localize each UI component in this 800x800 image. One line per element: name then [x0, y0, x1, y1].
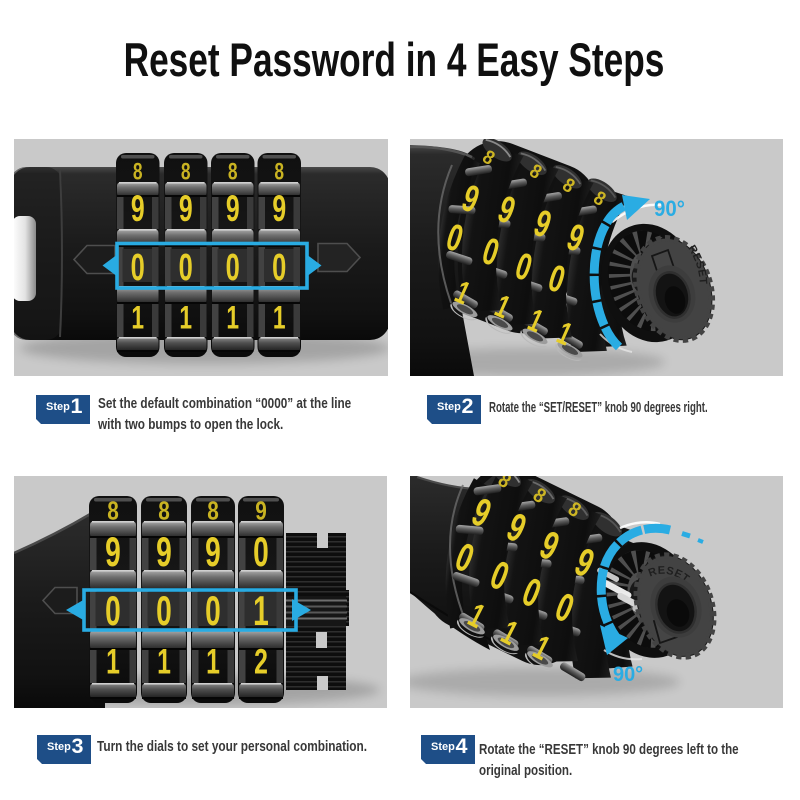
svg-text:1: 1 — [273, 300, 286, 336]
svg-text:9: 9 — [156, 528, 172, 575]
svg-text:2: 2 — [254, 642, 268, 681]
svg-text:8: 8 — [158, 497, 170, 526]
svg-text:90°: 90° — [613, 663, 643, 687]
svg-text:1: 1 — [179, 300, 192, 336]
svg-text:8: 8 — [107, 497, 119, 526]
svg-text:0: 0 — [205, 587, 221, 634]
svg-text:8: 8 — [274, 159, 284, 185]
svg-text:9: 9 — [272, 187, 286, 229]
svg-text:0: 0 — [253, 528, 269, 575]
svg-text:9: 9 — [205, 528, 221, 575]
svg-text:8: 8 — [181, 159, 191, 185]
svg-text:1: 1 — [157, 642, 171, 681]
svg-text:0: 0 — [226, 246, 240, 288]
svg-text:9: 9 — [255, 497, 267, 526]
svg-text:8: 8 — [133, 159, 143, 185]
svg-text:0: 0 — [105, 587, 121, 634]
svg-text:1: 1 — [131, 300, 144, 336]
svg-text:0: 0 — [179, 246, 193, 288]
svg-text:0: 0 — [272, 246, 286, 288]
svg-text:9: 9 — [131, 187, 145, 229]
svg-text:9: 9 — [226, 187, 240, 229]
svg-text:0: 0 — [131, 246, 145, 288]
svg-text:8: 8 — [228, 159, 238, 185]
svg-text:1: 1 — [106, 642, 120, 681]
svg-text:90°: 90° — [654, 196, 685, 221]
svg-text:8: 8 — [207, 497, 219, 526]
svg-text:0: 0 — [156, 587, 172, 634]
svg-text:1: 1 — [206, 642, 220, 681]
svg-text:9: 9 — [179, 187, 193, 229]
svg-text:9: 9 — [105, 528, 121, 575]
svg-text:1: 1 — [253, 587, 269, 634]
svg-text:1: 1 — [226, 300, 239, 336]
